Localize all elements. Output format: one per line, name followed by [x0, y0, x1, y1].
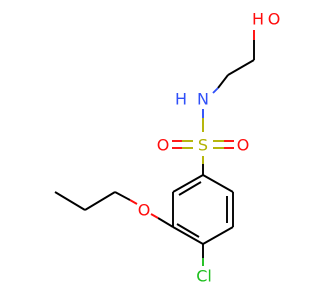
amine-nitrogen-label: N	[197, 90, 209, 109]
sulfonyl-oxygen-right-label: O	[237, 136, 250, 155]
chlorine-label: Cl	[196, 267, 212, 286]
ring-bond-3	[202, 226, 234, 245]
ring-bond-6	[172, 174, 204, 193]
atom-labels: H O H N S O O O Cl	[138, 10, 281, 286]
sulfonyl-oxygen-left-label: O	[157, 136, 170, 155]
hydroxyl-hydrogen-label: H	[252, 10, 264, 29]
bond-o-ch2	[114, 191, 131, 201]
ring-double-bond-c	[178, 181, 202, 196]
bond-ch2-ch2-propyl	[84, 191, 116, 211]
bond-ch2-ch3	[54, 191, 86, 211]
ring-double-bond-b	[176, 223, 200, 238]
sulfonyl-bonds	[172, 140, 234, 149]
bond-ch2-ch2	[227, 59, 255, 76]
benzene-ring	[172, 174, 234, 245]
hydroxyethyl-chain	[212, 30, 255, 94]
structural-formula: H O H N S O O O Cl	[54, 10, 281, 286]
bond-ring-o	[157, 217, 174, 228]
bond-ch2-to-n	[217, 74, 229, 89]
sulfur-label: S	[198, 136, 208, 155]
bond-ch2-to-n-colored	[212, 87, 219, 94]
ring-bond-1	[202, 174, 234, 193]
bond-ring-o-colored	[150, 213, 159, 219]
ether-oxygen-label: O	[138, 201, 151, 220]
hydroxyl-oxygen-label: O	[268, 10, 281, 29]
propoxy-chain	[54, 191, 174, 228]
amine-hydrogen-label: H	[175, 90, 187, 109]
ring-bond-4	[172, 226, 204, 245]
bond-o-ch2-colored	[129, 199, 138, 205]
